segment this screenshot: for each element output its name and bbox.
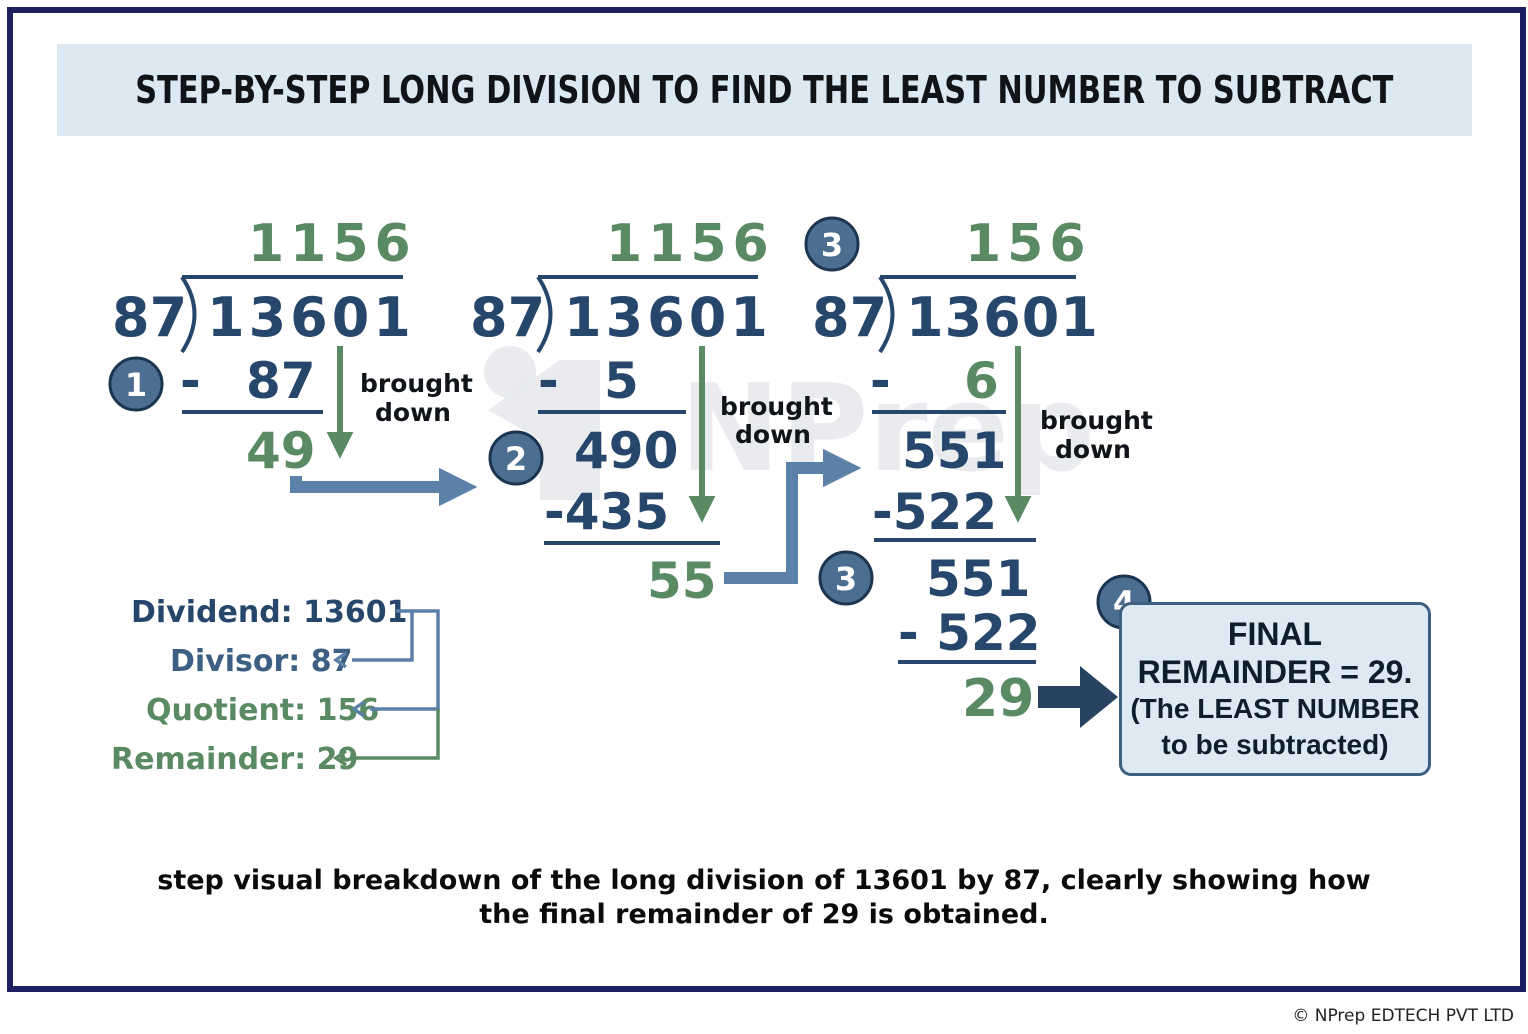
quotient-3: 156 xyxy=(965,214,1092,274)
dividend-3: 13601 xyxy=(906,286,1099,349)
step-badge-3-top xyxy=(804,216,860,272)
remainder-1: 49 xyxy=(246,422,316,480)
final-remainder-box: FINAL REMAINDER = 29. (The LEAST NUMBER … xyxy=(1119,602,1431,776)
step-badge-1-label: 1 xyxy=(125,366,147,404)
caption: step visual breakdown of the long divisi… xyxy=(100,864,1428,932)
remainder-2: 55 xyxy=(647,552,717,610)
brought-down-1a: brought xyxy=(360,369,473,398)
final-arrow xyxy=(1038,666,1118,728)
step-badge-2-label: 2 xyxy=(505,440,527,478)
minus-2: - xyxy=(538,352,559,410)
brought-down-3b: down xyxy=(1055,435,1131,464)
watermark-logo: NPrep xyxy=(484,346,1095,500)
frame xyxy=(7,7,1526,992)
step-badge-3-mid xyxy=(818,550,874,606)
summary-divisor: Divisor: 87 xyxy=(170,644,352,679)
subtract-2: 5 xyxy=(604,352,639,410)
panel-step-3: 3 156 87 13601 - 6 551 -522 3 551 - 522 … xyxy=(804,214,1153,729)
final-line-2: REMAINDER = 29. xyxy=(1137,654,1413,690)
subtract2-3: -522 xyxy=(872,483,997,541)
final-line-4: to be subtracted) xyxy=(1161,729,1389,760)
divisor-2: 87 xyxy=(470,286,545,349)
quotient-1: 1156 xyxy=(248,214,417,274)
brought-down-3a: brought xyxy=(1040,406,1153,435)
division-bracket-2 xyxy=(536,275,553,354)
value-2: 490 xyxy=(574,422,678,480)
minus-3: - xyxy=(870,352,891,410)
final-line-3: (The LEAST NUMBER xyxy=(1130,693,1420,724)
brought-down-2b: down xyxy=(735,420,811,449)
step-badge-2 xyxy=(488,430,544,486)
value-3: 551 xyxy=(902,422,1006,480)
subtract-3: 6 xyxy=(964,352,999,410)
division-bracket-3 xyxy=(878,275,895,354)
step-badge-1 xyxy=(108,356,164,412)
summary-remainder: Remainder: 29 xyxy=(111,742,358,777)
divisor-3: 87 xyxy=(812,286,887,349)
connector-arrow-1-2 xyxy=(290,467,478,507)
brought-down-1b: down xyxy=(375,398,451,427)
remainder-3: 29 xyxy=(962,669,1034,729)
quotient-2: 1156 xyxy=(606,214,775,274)
caption-line-2: the final remainder of 29 is obtained. xyxy=(479,899,1049,930)
panel-step-2: 1156 87 13601 - 5 490 -435 55 brought do… xyxy=(470,214,833,610)
final-line-1: FINAL xyxy=(1227,616,1323,652)
subtract2-2: -435 xyxy=(544,483,669,541)
summary-block: Dividend: 13601 Divisor: 87 Quotient: 15… xyxy=(111,595,440,777)
panel-step-1: 1156 87 13601 - 87 49 brought down 1 xyxy=(108,214,473,480)
header-banner: STEP-BY-STEP LONG DIVISION TO FIND THE L… xyxy=(57,44,1472,136)
summary-connectors xyxy=(332,609,440,767)
connector-arrow-2-3 xyxy=(724,448,862,584)
step-badge-3-top-label: 3 xyxy=(821,226,843,264)
subtract-1: 87 xyxy=(246,352,316,410)
subtract3-3: - 522 xyxy=(898,604,1041,662)
minus-1: - xyxy=(180,352,201,410)
page-title: STEP-BY-STEP LONG DIVISION TO FIND THE L… xyxy=(135,68,1394,112)
summary-dividend: Dividend: 13601 xyxy=(131,595,408,630)
divisor-1: 87 xyxy=(112,286,187,349)
watermark-text: NPrep xyxy=(680,360,1095,499)
value2-3: 551 xyxy=(926,550,1030,608)
step-badge-3-mid-label: 3 xyxy=(835,560,857,598)
brought-down-2a: brought xyxy=(720,392,833,421)
dividend-2: 13601 xyxy=(564,286,772,349)
copyright-notice: © NPrep EDTECH PVT LTD xyxy=(1292,1006,1514,1026)
dividend-1: 13601 xyxy=(207,286,415,349)
summary-quotient: Quotient: 156 xyxy=(146,693,379,728)
caption-line-1: step visual breakdown of the long divisi… xyxy=(157,865,1371,896)
division-bracket-1 xyxy=(180,275,197,354)
